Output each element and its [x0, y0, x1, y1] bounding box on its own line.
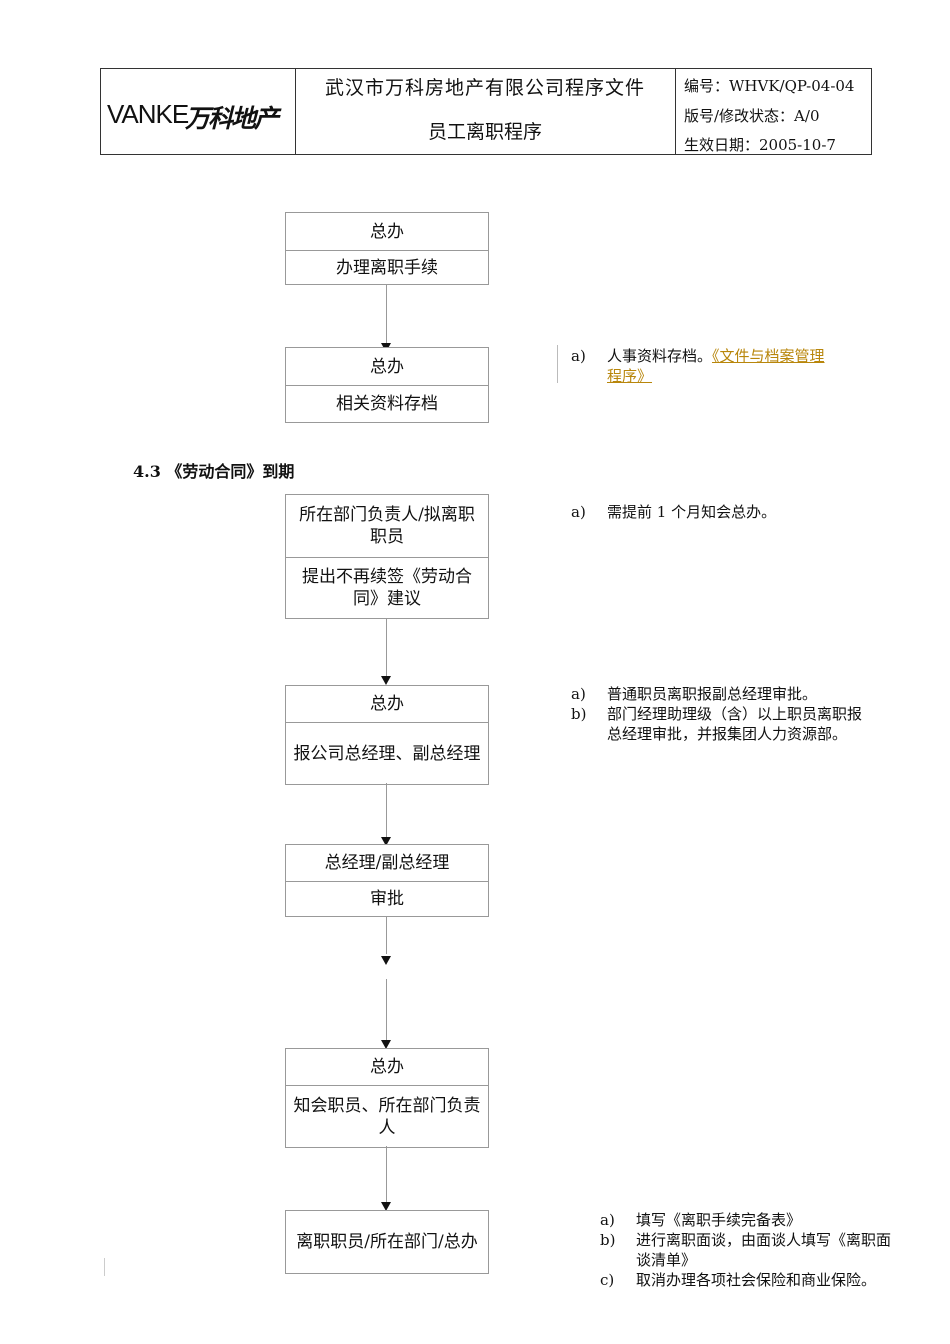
connector-line [386, 783, 387, 837]
note-text: 取消办理各项社会保险和商业保险。 [636, 1271, 877, 1289]
note-label: c) [600, 1271, 615, 1289]
arrow-down-icon [381, 956, 391, 965]
header-title-cell: 武汉市万科房地产有限公司程序文件 员工离职程序 [296, 69, 676, 154]
flow-box-propose: 所在部门负责人/拟离职职员 提出不再续签《劳动合同》建议 [285, 494, 489, 619]
connector-line [386, 979, 387, 1040]
flow-action: 审批 [286, 881, 488, 916]
arrow-down-icon [381, 676, 391, 685]
flow-box-handle-resignation: 总办 办理离职手续 [285, 212, 489, 285]
flow-action: 报公司总经理、副总经理 [286, 722, 488, 784]
flow-box-report: 总办 报公司总经理、副总经理 [285, 685, 489, 785]
note-label: a) [571, 503, 586, 521]
flow-box-final: 离职职员/所在部门/总办 [285, 1210, 489, 1274]
header-meta-cell: 编号：WHVK/QP-04-04 版号/修改状态：A/0 生效日期：2005-1… [676, 69, 871, 154]
flow-role: 所在部门负责人/拟离职职员 [299, 505, 475, 547]
doc-version: 版号/修改状态：A/0 [684, 107, 820, 125]
flow-action: 办理离职手续 [286, 250, 488, 284]
doc-number: 编号：WHVK/QP-04-04 [684, 77, 855, 95]
note-bar [557, 345, 558, 383]
archive-note: a) 人事资料存档。《文件与档案管理程序》 [571, 346, 831, 386]
flow-box-notify: 总办 知会职员、所在部门负责人 [285, 1048, 489, 1148]
flow-role: 总办 [370, 356, 404, 377]
connector-line [386, 618, 387, 676]
logo-chinese: 万科地产 [185, 104, 279, 133]
company-logo: VANKE 万科地产 [101, 69, 296, 154]
note-label: a) [571, 347, 586, 365]
note-text: 普通职员离职报副总经理审批。 [607, 685, 818, 703]
note-label: b) [600, 1231, 616, 1249]
note-label: b) [571, 705, 587, 723]
flow-role: 总经理/副总经理 [324, 853, 450, 873]
note-label: a) [571, 685, 586, 703]
note-text: 填写《离职手续完备表》 [636, 1211, 802, 1229]
document-header: VANKE 万科地产 武汉市万科房地产有限公司程序文件 员工离职程序 编号：WH… [100, 68, 872, 155]
arrow-down-icon [381, 1040, 391, 1049]
propose-notes: a) 需提前 1 个月知会总办。 [571, 502, 871, 522]
note-text: 人事资料存档。 [607, 347, 713, 365]
flow-role: 总办 [370, 221, 404, 242]
note-text: 进行离职面谈，由面谈人填写《离职面谈清单》 [636, 1231, 892, 1269]
section-heading: 4.3 《劳动合同》到期 [133, 462, 295, 481]
flow-action: 相关资料存档 [286, 385, 488, 422]
margin-mark [104, 1258, 105, 1276]
doc-title: 员工离职程序 [427, 121, 542, 143]
note-text: 需提前 1 个月知会总办。 [607, 503, 777, 521]
connector-line [386, 916, 387, 954]
final-notes: a) 填写《离职手续完备表》 b) 进行离职面谈，由面谈人填写《离职面谈清单》 … [600, 1210, 900, 1290]
arrow-down-icon [381, 837, 391, 846]
flow-role: 总办 [370, 694, 404, 714]
logo-latin: VANKE [107, 99, 189, 129]
flow-action: 提出不再续签《劳动合同》建议 [286, 557, 488, 618]
flow-action: 知会职员、所在部门负责人 [286, 1085, 488, 1147]
doc-effective-date: 生效日期：2005-10-7 [684, 136, 836, 154]
report-notes: a) 普通职员离职报副总经理审批。 b) 部门经理助理级（含）以上职员离职报总经… [571, 684, 871, 744]
flow-box-archive: 总办 相关资料存档 [285, 347, 489, 423]
flow-box-approve: 总经理/副总经理 审批 [285, 844, 489, 917]
note-text: 部门经理助理级（含）以上职员离职报总经理审批，并报集团人力资源部。 [607, 705, 863, 743]
flow-role: 离职职员/所在部门/总办 [296, 1232, 478, 1252]
note-label: a) [600, 1211, 615, 1229]
connector-line [386, 1146, 387, 1202]
company-doc-title: 武汉市万科房地产有限公司程序文件 [324, 77, 645, 99]
archive-procedure-link[interactable]: 《文件与档案管理程序》 [607, 347, 825, 385]
arrow-down-icon [381, 1202, 391, 1211]
connector-line [386, 285, 387, 343]
flow-role: 总办 [370, 1057, 404, 1077]
